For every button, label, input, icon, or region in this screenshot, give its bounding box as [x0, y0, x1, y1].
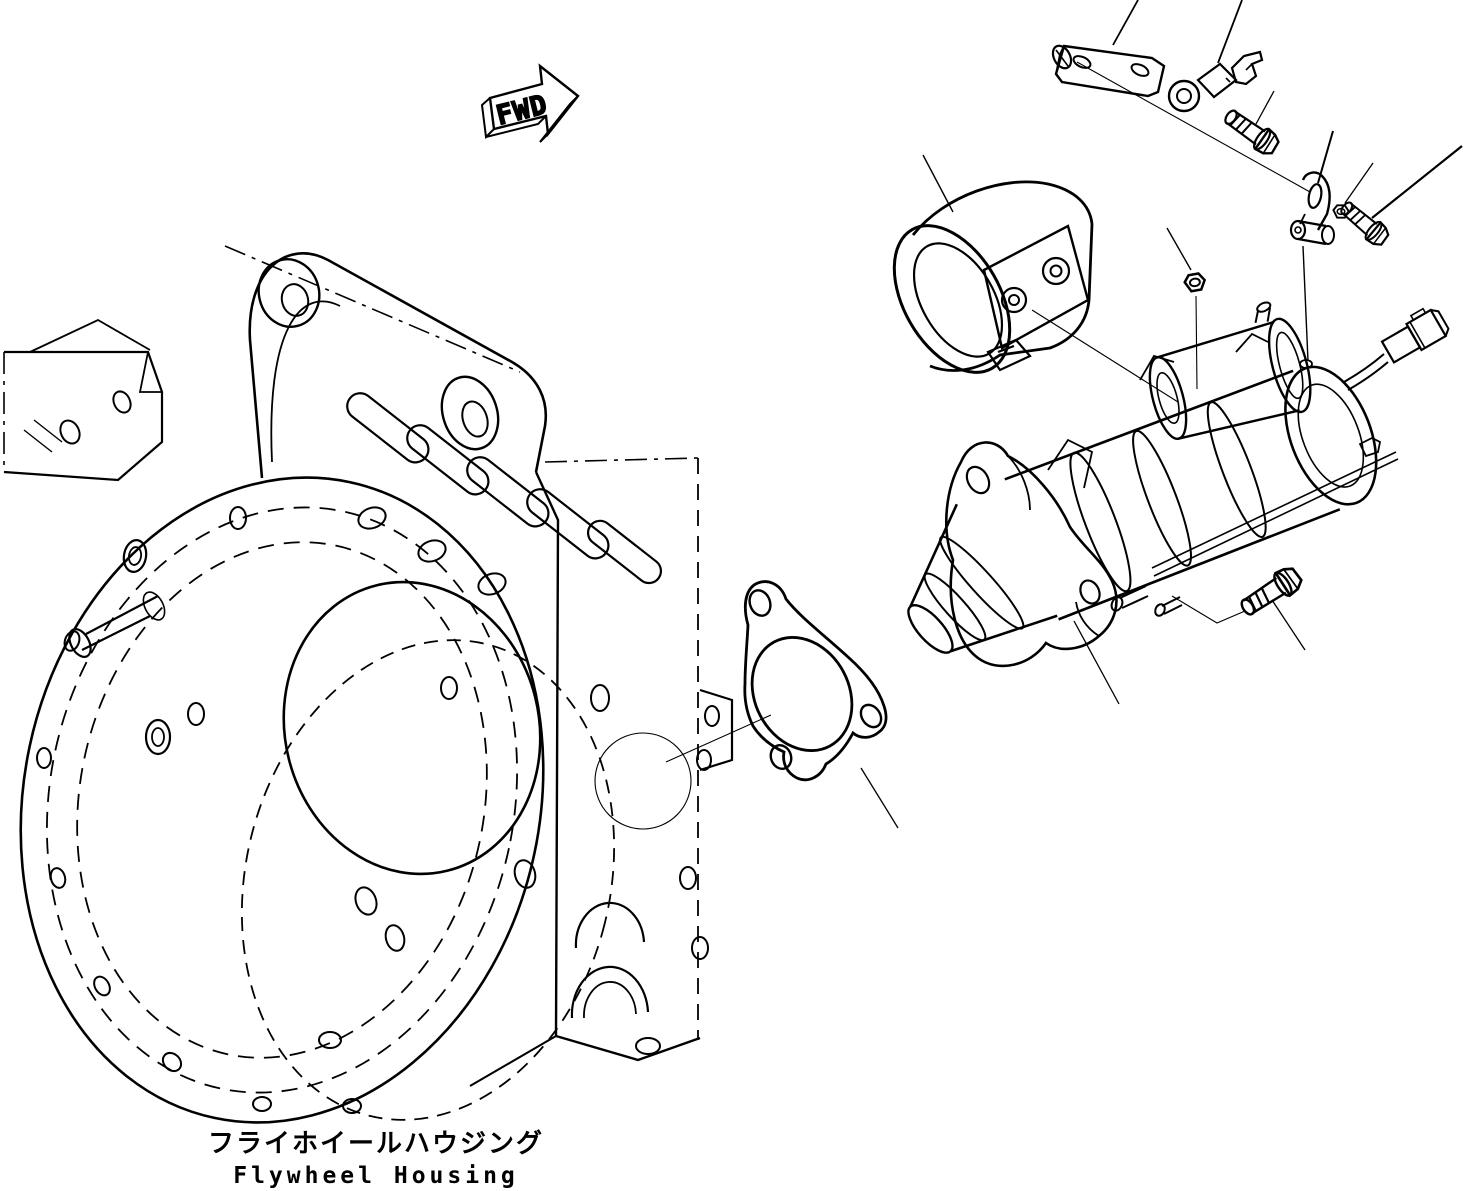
- flywheel-housing: [3, 245, 734, 1124]
- leader-lines: [665, 0, 1463, 829]
- terminal-bracket: [1167, 50, 1264, 113]
- starter-gasket: [743, 580, 888, 782]
- link-bracket: [1289, 171, 1335, 246]
- caption-japanese: フライホイールハウジング: [208, 1129, 544, 1159]
- clamp-strap: [1051, 44, 1166, 98]
- starter-motor: [907, 301, 1450, 668]
- starter-clamp: [892, 180, 1094, 374]
- starter-mount-projection: [594, 732, 692, 830]
- caption-english: Flywheel Housing: [233, 1163, 519, 1189]
- wire-connector: [1343, 307, 1450, 391]
